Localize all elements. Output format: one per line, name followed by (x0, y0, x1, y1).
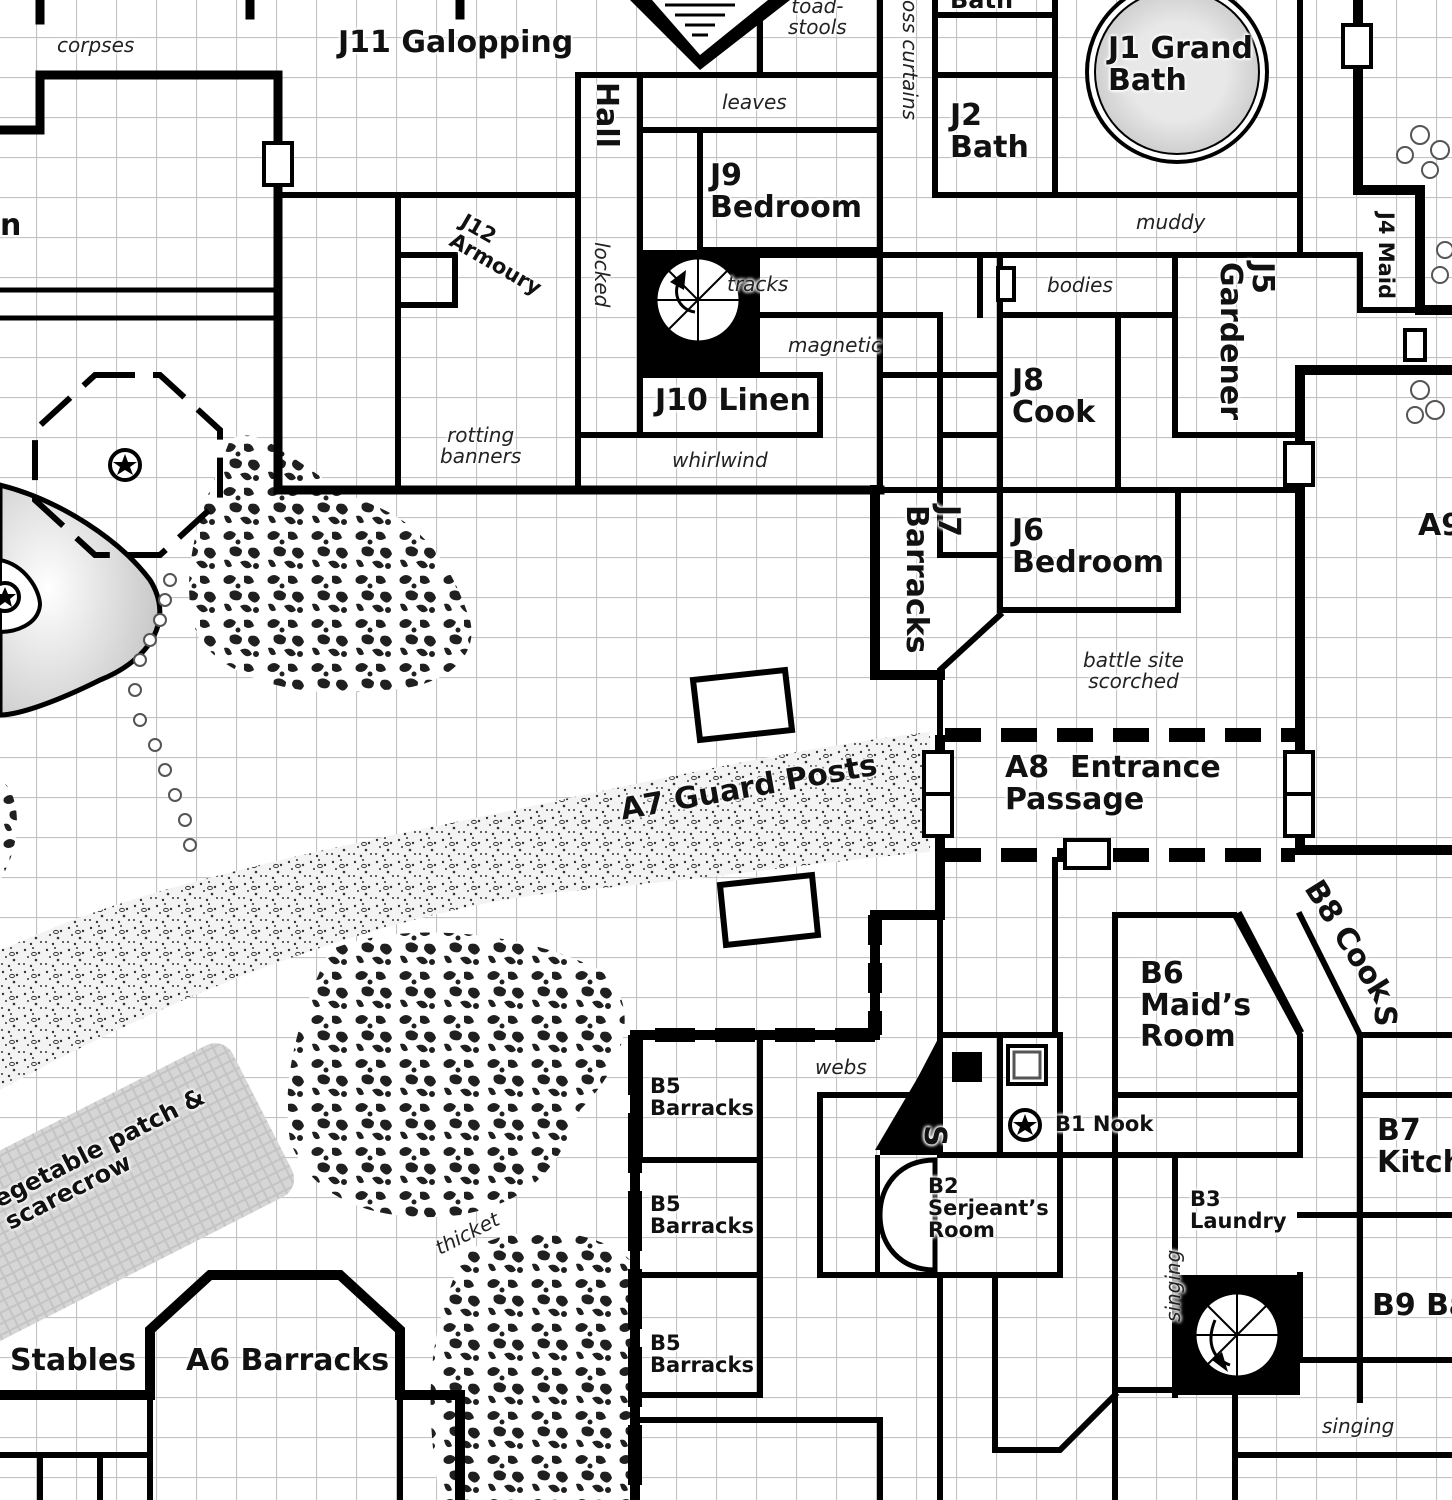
thicket-south (430, 1231, 630, 1500)
note-battle-site: battle site scorched (1083, 648, 1184, 693)
room-label-b6: B6 Maid’s Room (1140, 956, 1252, 1054)
note-muddy: muddy (1136, 210, 1206, 234)
pond (0, 482, 163, 718)
secret-door-b2: S (917, 1125, 952, 1147)
room-label-a8: A8 Entrance Passage (1005, 750, 1221, 817)
star-icon (108, 448, 142, 482)
note-rotting-banners: rotting banners (440, 423, 522, 468)
note-curtains: oss curtains (898, 0, 922, 121)
note-tracks: tracks (727, 272, 789, 296)
room-label-j9: J9 Bedroom (710, 158, 862, 225)
note-bodies: bodies (1047, 273, 1113, 297)
statue-icon (952, 1052, 982, 1082)
note-locked: locked (590, 242, 614, 308)
room-label-j6: J6 Bedroom (1012, 513, 1164, 580)
grand-bath-pool (1094, 0, 1260, 155)
room-label-j10: J10 Linen (655, 383, 811, 418)
portcullis (628, 728, 1295, 1500)
star-icon (0, 581, 21, 613)
note-webs: webs (815, 1055, 867, 1079)
room-label-j8: J8 Cook (1012, 363, 1096, 430)
note-leaves: leaves (722, 90, 787, 114)
room-label-j4: J4 Maid (1374, 212, 1398, 300)
room-label-b5-north: B5 Barracks (650, 1074, 754, 1121)
room-label-j1: J1 Grand Bath (1108, 31, 1253, 98)
room-label-j7: J7 Barracks (899, 505, 967, 654)
room-label-j5: J5 Gardener (1213, 262, 1281, 420)
thicket-middle (287, 932, 625, 1218)
room-label-b3: B3 Laundry (1190, 1187, 1287, 1234)
note-whirlwind: whirlwind (672, 448, 768, 472)
vegetable-patch (0, 1043, 295, 1363)
note-toadstools: toad- stools (788, 0, 847, 39)
secret-door-b8: S (1367, 1005, 1402, 1027)
room-label-bath-top: Bath (950, 0, 1014, 14)
b2-ramp (875, 1035, 940, 1275)
guard-posts (689, 666, 822, 949)
spiral-staircase-icon (640, 250, 760, 375)
room-label-a9: A9 (1418, 508, 1452, 543)
room-label-b9: B9 Ba (1372, 1288, 1452, 1323)
room-label-j2: J2 Bath (950, 98, 1029, 165)
stair-top (630, 0, 790, 70)
star-icon (1008, 1108, 1042, 1142)
room-label-b1: B1 Nook (1055, 1112, 1154, 1136)
thicket-north (189, 435, 472, 693)
room-label-partial-west: n (0, 208, 22, 243)
room-label-b5-south: B5 Barracks (650, 1331, 754, 1378)
summoning-circle (32, 372, 223, 558)
room-label-b7: B7 Kitch (1377, 1113, 1452, 1180)
note-magnetic: magnetic (788, 333, 882, 357)
room-label-b2: B2 Serjeant’s Room (928, 1174, 1049, 1243)
note-singing-vertical: singing (1161, 1249, 1185, 1322)
room-label-b5-middle: B5 Barracks (650, 1192, 754, 1239)
spiral-staircase-icon (1175, 1275, 1300, 1395)
note-singing-horizontal: singing (1322, 1414, 1395, 1438)
room-label-j11-hall: Hall (589, 82, 624, 148)
stepping-stones (128, 125, 1452, 852)
room-label-a6: A6 Barracks (186, 1343, 390, 1378)
note-corpses: corpses (57, 33, 135, 57)
doors (262, 23, 1427, 870)
room-label-j11: J11 Galopping (338, 25, 574, 60)
room-label-stables: Stables (10, 1343, 137, 1378)
